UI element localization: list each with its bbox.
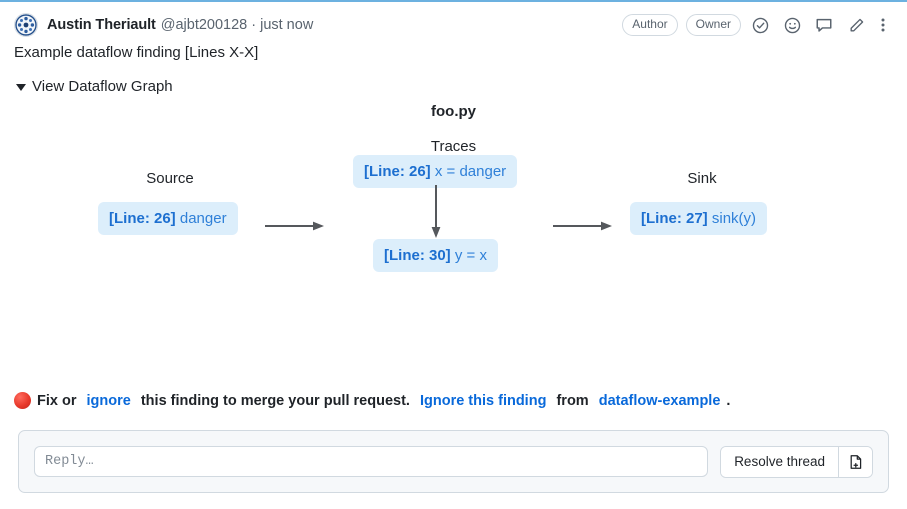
reply-footer: Resolve thread: [18, 430, 889, 493]
resolve-thread-button[interactable]: Resolve thread: [721, 446, 838, 477]
reply-input[interactable]: [34, 446, 709, 477]
check-circle-icon[interactable]: [747, 12, 773, 38]
avatar[interactable]: [14, 13, 38, 37]
arrow-source-to-trace: [265, 219, 325, 238]
arrow-trace1-to-trace2: [429, 185, 443, 244]
ignore-this-finding-link[interactable]: Ignore this finding: [419, 392, 547, 409]
owner-badge: Owner: [685, 13, 741, 37]
node-code: sink(y): [711, 210, 757, 227]
finding-status-line: Fix or ignore this finding to merge your…: [14, 392, 730, 409]
graph-file-title: foo.py: [431, 103, 476, 120]
node-code: y = x: [454, 247, 487, 264]
graph-node-source[interactable]: [Line: 26] danger: [98, 202, 238, 235]
comment-timestamp[interactable]: just now: [260, 17, 314, 33]
comment-body: Example dataflow finding [Lines X-X]: [14, 44, 259, 61]
node-line-number: [Line: 26]: [109, 210, 176, 227]
status-text-part-2: this finding to merge your pull request.: [136, 392, 414, 409]
node-code: danger: [179, 210, 227, 227]
comment-author[interactable]: Austin Theriault: [47, 17, 156, 33]
comment-author-handle[interactable]: @ajbt200128: [160, 17, 248, 33]
node-line-number: [Line: 27]: [641, 210, 708, 227]
file-plus-icon[interactable]: [838, 446, 872, 477]
status-text-part-3: from: [552, 392, 593, 409]
status-text-part-4: .: [726, 392, 731, 409]
comment-header: Austin Theriault @ajbt200128 · just now …: [0, 2, 907, 38]
dataflow-graph: foo.py Traces Source Sink [Line: 26] dan…: [0, 95, 907, 345]
node-line-number: [Line: 30]: [384, 247, 451, 264]
smiley-icon[interactable]: [779, 12, 805, 38]
node-code: x = danger: [434, 163, 507, 180]
ignore-link[interactable]: ignore: [86, 392, 131, 409]
graph-source-label: Source: [146, 170, 194, 187]
graph-node-trace-2[interactable]: [Line: 30] y = x: [373, 239, 498, 272]
rule-link[interactable]: dataflow-example: [598, 392, 721, 409]
resolve-thread-button-group: Resolve thread: [720, 445, 873, 478]
graph-traces-label: Traces: [430, 138, 477, 155]
author-badge: Author: [622, 13, 678, 37]
view-dataflow-graph-label: View Dataflow Graph: [32, 78, 173, 95]
view-dataflow-graph-toggle[interactable]: View Dataflow Graph: [0, 64, 907, 95]
arrow-trace-to-sink: [553, 219, 613, 238]
triangle-down-icon: [16, 84, 26, 91]
status-text-part-1: Fix or: [37, 392, 81, 409]
graph-node-trace-1[interactable]: [Line: 26] x = danger: [353, 155, 518, 188]
header-separator: ·: [251, 17, 257, 33]
node-line-number: [Line: 26]: [364, 163, 431, 180]
graph-sink-label: Sink: [687, 170, 717, 187]
red-circle-icon: [14, 392, 31, 409]
comment-icon[interactable]: [811, 12, 837, 38]
kebab-menu-icon[interactable]: [873, 12, 893, 38]
pencil-icon[interactable]: [843, 12, 869, 38]
graph-node-sink[interactable]: [Line: 27] sink(y): [630, 202, 768, 235]
